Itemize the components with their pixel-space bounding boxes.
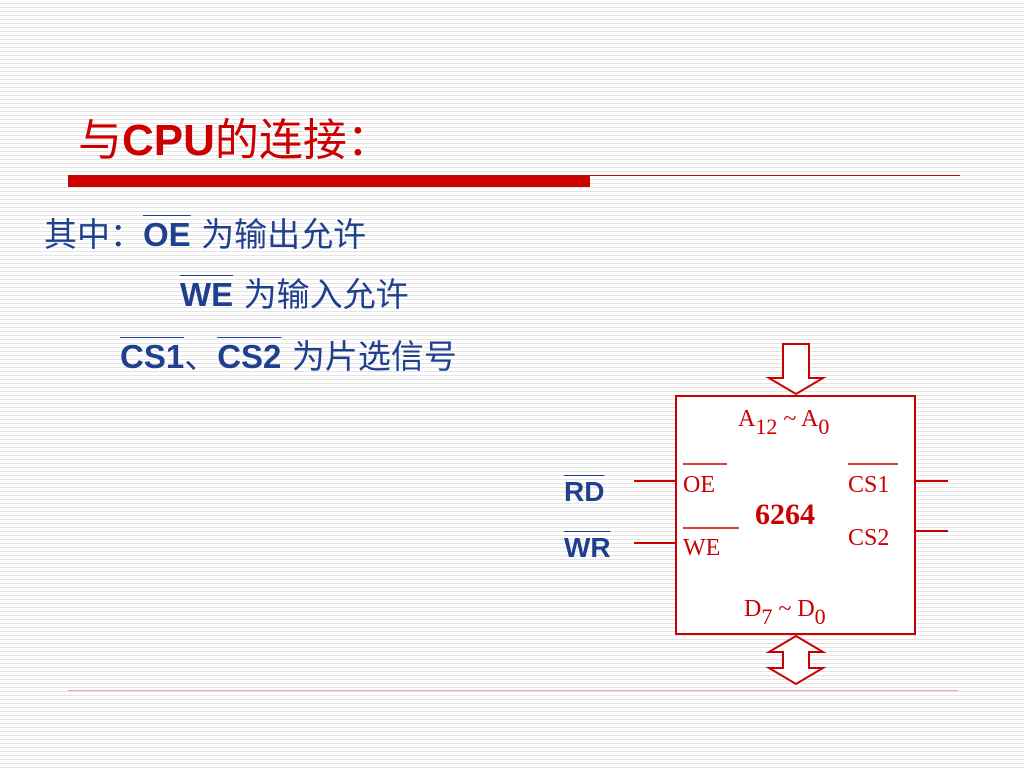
- title-underline-thick: [68, 175, 590, 187]
- note-desc-cs: 为片选信号: [281, 337, 457, 376]
- page-title: 与CPU的连接：: [78, 104, 391, 168]
- title-underline-thin: [590, 175, 960, 176]
- chip-pin-oe: OE: [683, 472, 715, 498]
- title-cpu: CPU: [122, 116, 215, 165]
- title-prefix: 与: [78, 115, 122, 166]
- title-suffix: 的连接：: [214, 115, 391, 166]
- note-line-oe: 其中：OE 为输出允许: [44, 208, 366, 256]
- cpu-signal-wr: WR: [564, 532, 611, 563]
- chip-pin-cs1: CS1: [848, 472, 889, 498]
- chip-pin-cs2: CS2: [848, 525, 889, 551]
- address-bus-arrow: [765, 343, 827, 396]
- data-range-label: D7 ~ D0: [744, 596, 826, 629]
- note-lead: 其中：: [44, 215, 143, 254]
- cpu-signal-rd: RD: [564, 476, 605, 507]
- footer-divider: [68, 690, 958, 691]
- chip-name: 6264: [755, 498, 815, 531]
- note-desc-oe: 为输出允许: [190, 215, 367, 254]
- note-sep: 、: [184, 337, 218, 376]
- note-signal-cs2: CS2: [217, 338, 282, 375]
- note-desc-we: 为输入允许: [233, 275, 409, 314]
- note-signal-we: WE: [180, 276, 234, 313]
- note-line-we: WE 为输入允许: [180, 268, 409, 316]
- note-signal-oe: OE: [143, 216, 191, 253]
- note-line-cs: CS1、CS2 为片选信号: [120, 330, 457, 378]
- address-range-label: A12 ~ A0: [738, 406, 829, 439]
- data-bus-arrow: [765, 634, 827, 686]
- note-signal-cs1: CS1: [120, 338, 185, 375]
- chip-6264-box: [675, 395, 916, 635]
- chip-pin-we: WE: [683, 535, 720, 561]
